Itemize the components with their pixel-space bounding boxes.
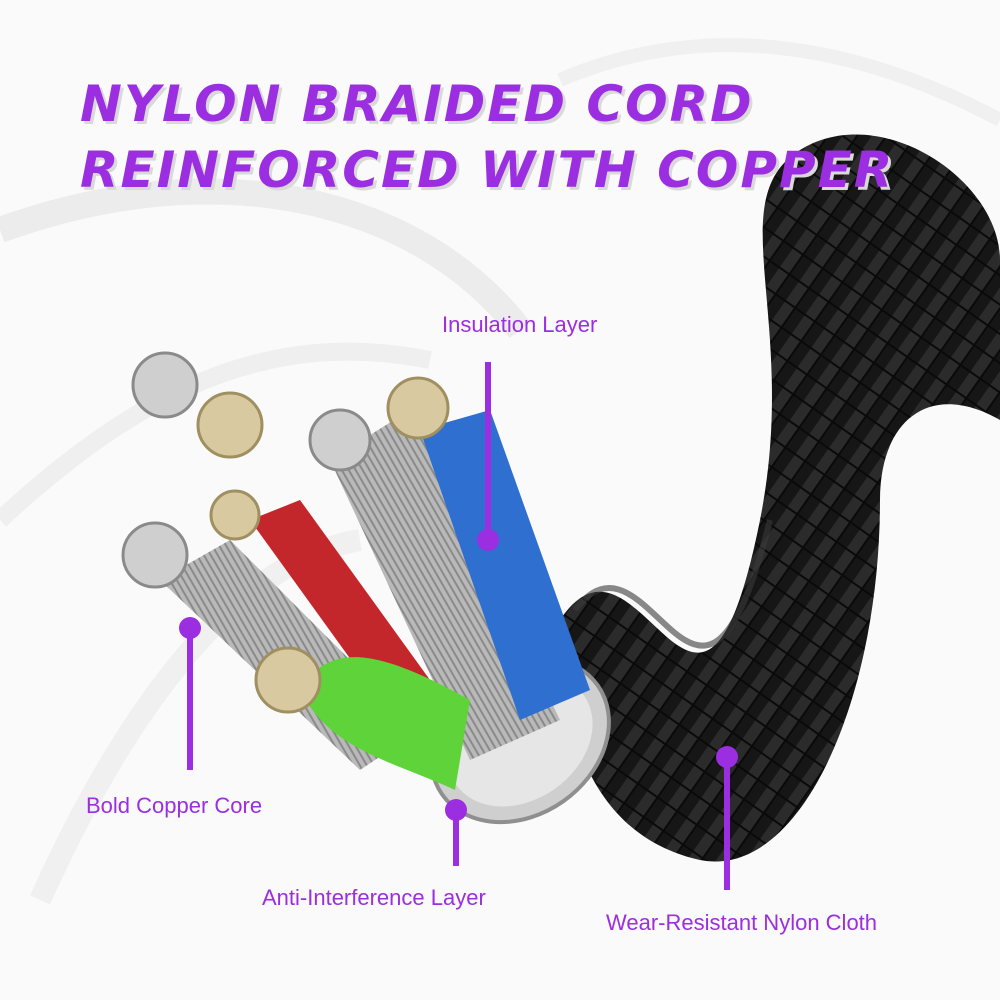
wear-resistant-nylon-cloth-label: Wear-Resistant Nylon Cloth — [606, 910, 878, 935]
callout-leaders — [179, 362, 738, 890]
anti-interference-layer-label: Anti-Interference Layer — [262, 885, 486, 910]
braided-nylon-cord — [560, 134, 1000, 862]
headline-line-1: NYLON BRAIDED CORD — [80, 75, 754, 133]
copper-conductor-ends — [121, 351, 450, 714]
insulation-layer-label: Insulation Layer — [442, 312, 598, 337]
bold-copper-core-label: Bold Copper Core — [86, 793, 263, 818]
headline-line-2: REINFORCED WITH COPPER — [80, 141, 895, 199]
